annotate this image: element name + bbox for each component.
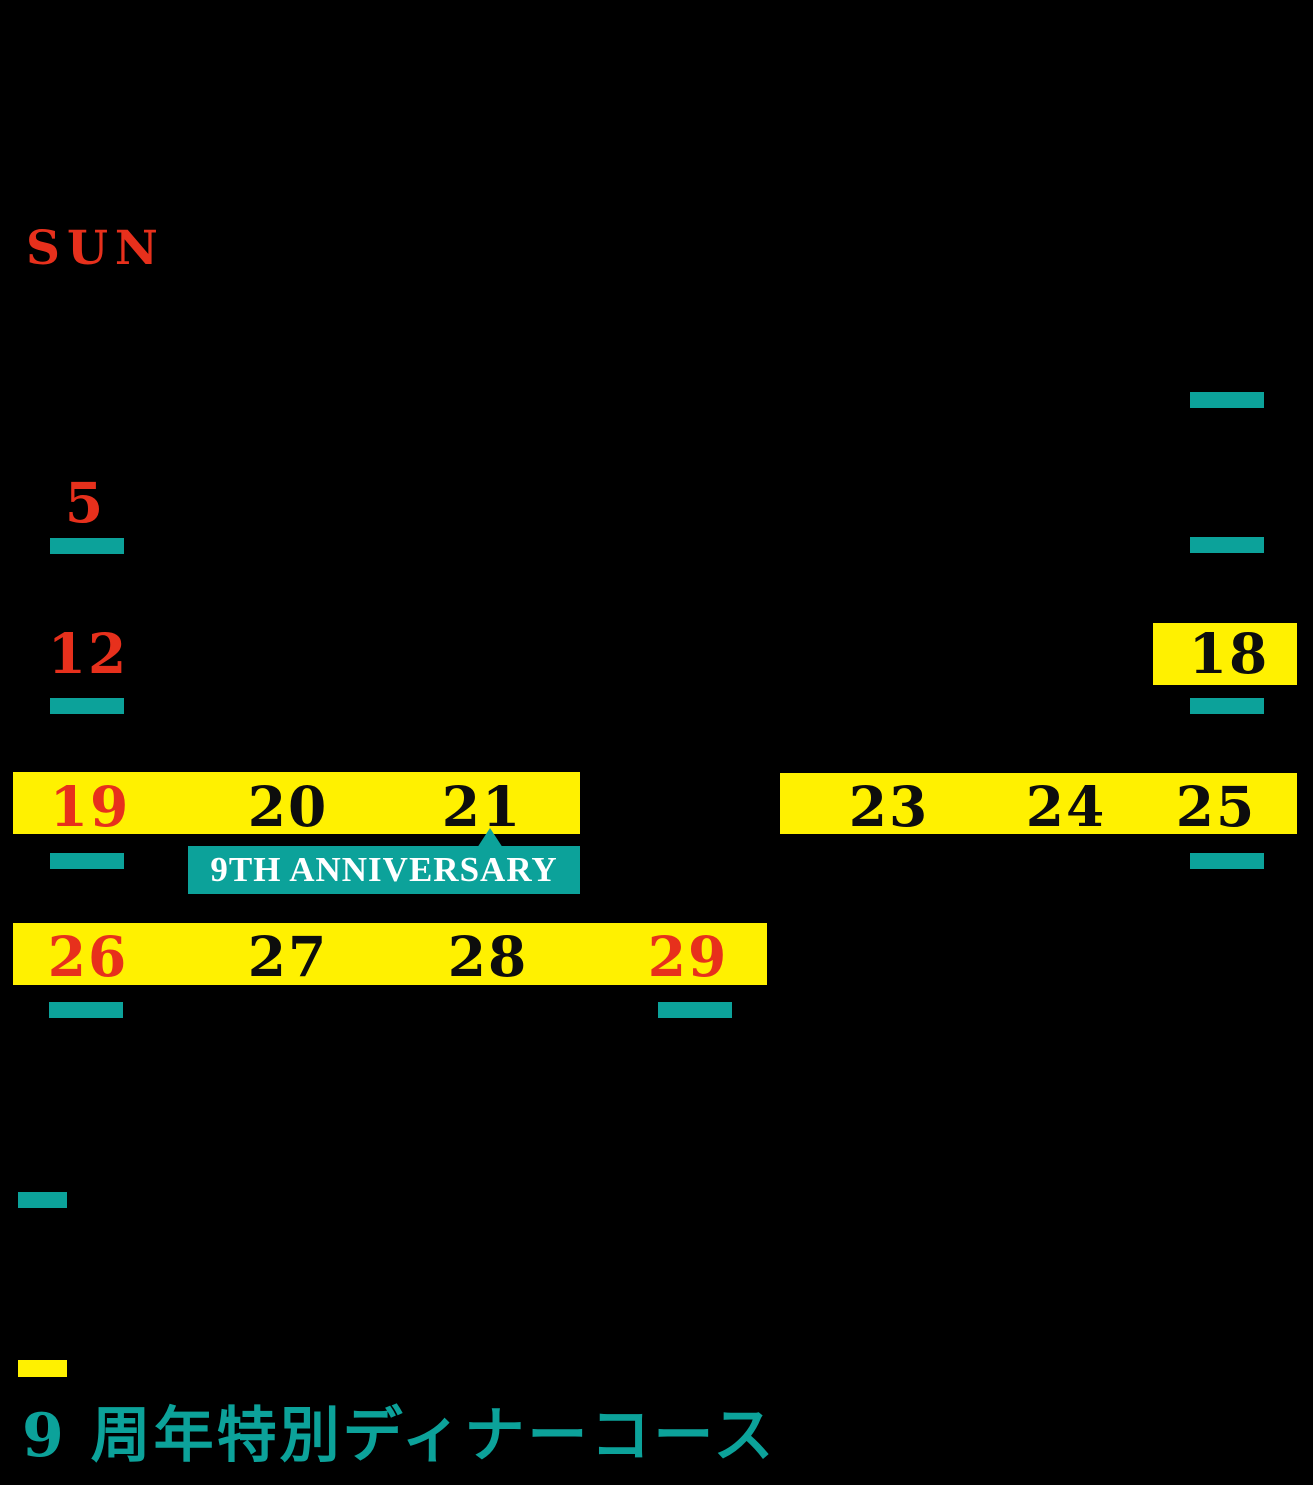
weekday-header-sun: SUN (26, 221, 165, 276)
anniversary-pointer-triangle (477, 828, 503, 848)
calendar-day-28: 28 (447, 924, 529, 989)
teal-dash-marker (1190, 392, 1264, 408)
calendar-day-5: 5 (64, 470, 106, 535)
footer-course-title: 9 周年特別ディナーコース (22, 1401, 777, 1471)
calendar-day-25: 25 (1175, 774, 1257, 839)
anniversary-banner-label: 9TH ANNIVERSARY (210, 850, 558, 889)
calendar-day-26: 26 (47, 924, 129, 989)
calendar-day-24: 24 (1025, 774, 1107, 839)
calendar-day-18: 18 (1188, 621, 1270, 686)
highlight-bar-19-21 (13, 772, 580, 834)
teal-dash-marker (1190, 853, 1264, 869)
teal-dash-marker (50, 698, 124, 714)
calendar-day-27: 27 (247, 924, 329, 989)
highlight-block-18 (1153, 623, 1297, 685)
teal-dash-marker (50, 538, 124, 554)
legend-teal-dash (18, 1192, 67, 1208)
teal-dash-marker (49, 1002, 123, 1018)
legend-yellow-dash (18, 1360, 67, 1377)
teal-dash-marker (658, 1002, 732, 1018)
calendar-day-29: 29 (647, 924, 729, 989)
calendar-day-20: 20 (247, 774, 329, 839)
highlight-bar-26-29 (13, 923, 767, 985)
teal-dash-marker (1190, 537, 1264, 553)
calendar-day-19: 19 (49, 774, 131, 839)
anniversary-banner: 9TH ANNIVERSARY (188, 846, 580, 894)
calendar-day-23: 23 (848, 774, 930, 839)
calendar-day-21: 21 (441, 774, 523, 839)
teal-dash-marker (50, 853, 124, 869)
calendar-day-12: 12 (47, 621, 129, 686)
teal-dash-marker (1190, 698, 1264, 714)
highlight-bar-23-25 (780, 773, 1297, 834)
